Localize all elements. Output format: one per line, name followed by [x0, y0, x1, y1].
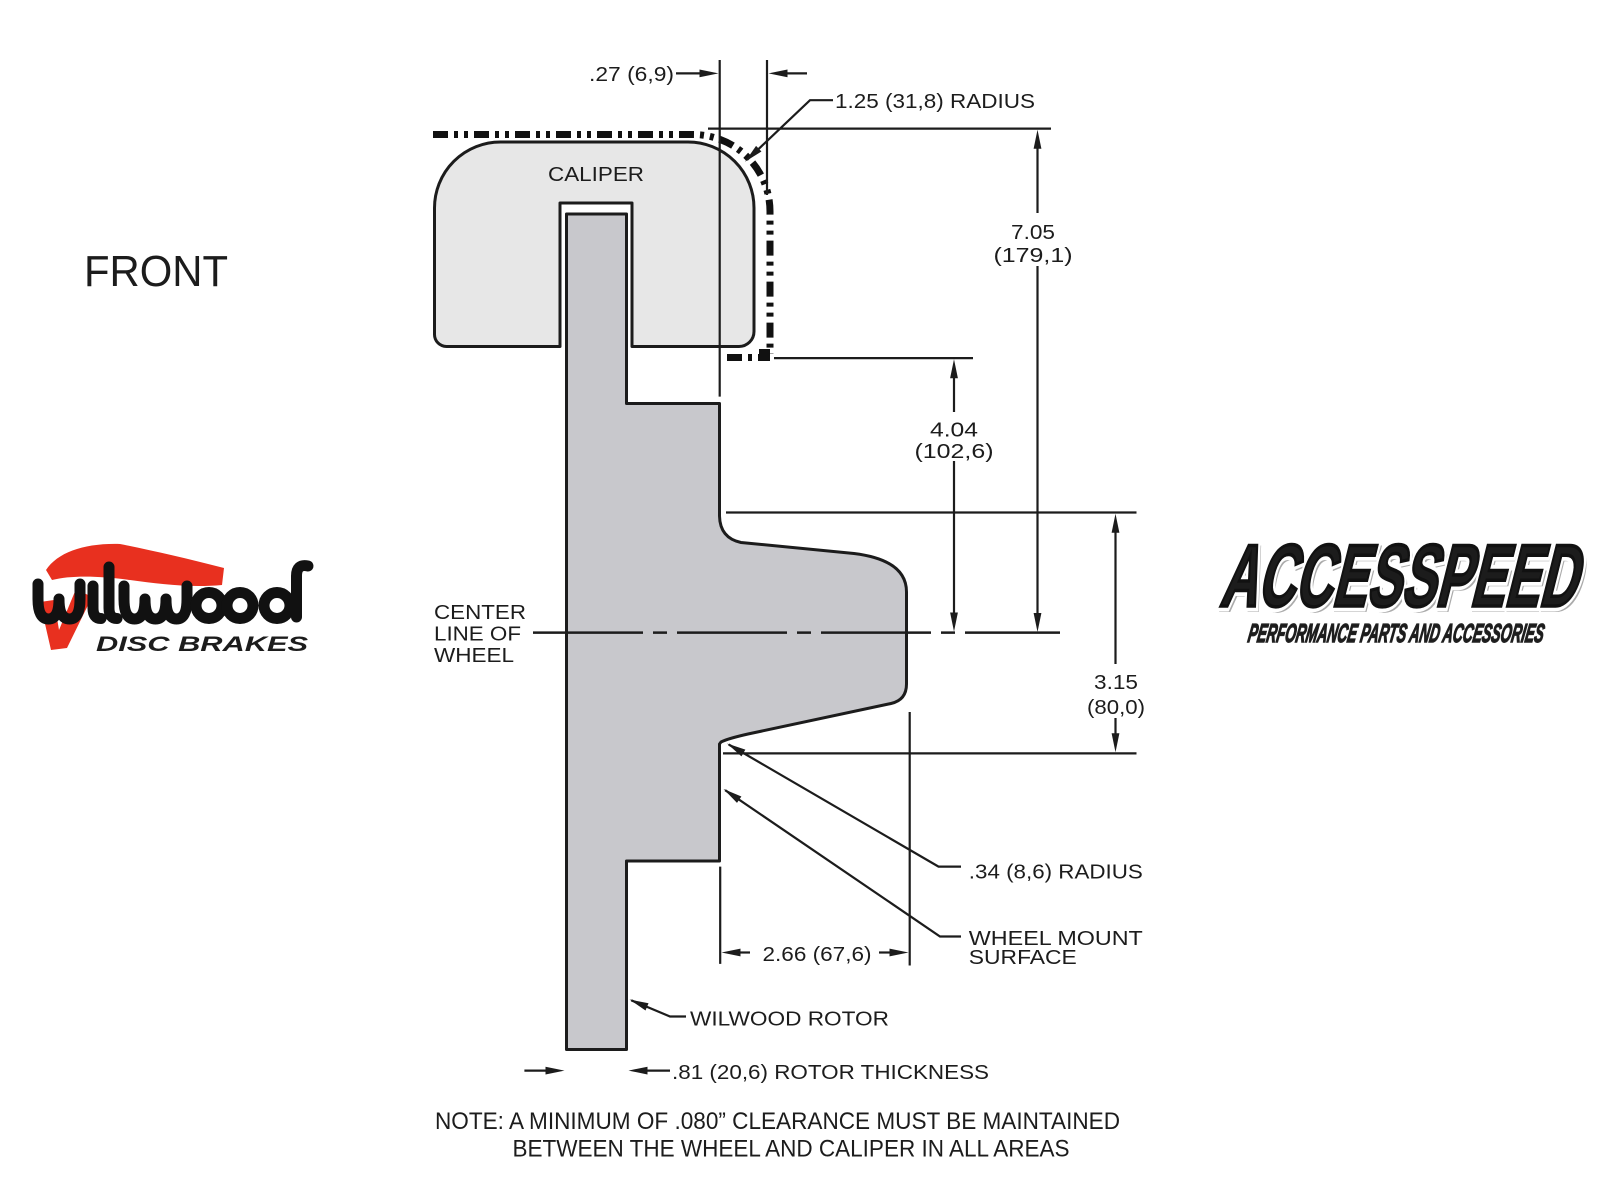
svg-text:SURFACE: SURFACE [969, 947, 1077, 969]
svg-text:WHEEL MOUNT: WHEEL MOUNT [969, 928, 1143, 950]
svg-text:3.15: 3.15 [1094, 672, 1138, 694]
svg-text:(80,0): (80,0) [1087, 697, 1145, 719]
svg-text:2.66 (67,6): 2.66 (67,6) [763, 944, 872, 966]
svg-text:4.04: 4.04 [930, 420, 978, 442]
svg-text:BETWEEN THE WHEEL AND CALIPER: BETWEEN THE WHEEL AND CALIPER IN ALL ARE… [513, 1136, 1070, 1163]
svg-text:(102,6): (102,6) [915, 441, 994, 463]
svg-text:PERFORMANCE PARTS AND ACCESSOR: PERFORMANCE PARTS AND ACCESSORIES [1246, 619, 1547, 648]
svg-text:WILWOOD ROTOR: WILWOOD ROTOR [690, 1009, 889, 1031]
svg-text:FRONT: FRONT [84, 247, 228, 296]
svg-text:NOTE: A MINIMUM OF .080” CLEAR: NOTE: A MINIMUM OF .080” CLEARANCE MUST … [435, 1108, 1120, 1135]
svg-text:ACCESSPEED: ACCESSPEED [1214, 527, 1595, 626]
svg-text:ACCESSPEED: ACCESSPEED [1214, 527, 1595, 626]
svg-text:(179,1): (179,1) [994, 245, 1073, 267]
svg-text:.81 (20,6) ROTOR THICKNESS: .81 (20,6) ROTOR THICKNESS [672, 1062, 989, 1084]
svg-text:.34 (8,6) RADIUS: .34 (8,6) RADIUS [969, 862, 1143, 884]
svg-text:ACCESSPEED: ACCESSPEED [1216, 530, 1597, 629]
svg-text:1.25 (31,8) RADIUS: 1.25 (31,8) RADIUS [835, 91, 1035, 113]
svg-text:DISC BRAKES: DISC BRAKES [96, 633, 308, 656]
svg-text:.27 (6,9): .27 (6,9) [589, 64, 674, 86]
svg-text:WHEEL: WHEEL [434, 645, 514, 667]
svg-text:CENTER: CENTER [434, 602, 526, 624]
svg-text:LINE OF: LINE OF [434, 624, 521, 646]
svg-text:CALIPER: CALIPER [548, 163, 644, 186]
svg-text:7.05: 7.05 [1011, 222, 1055, 244]
